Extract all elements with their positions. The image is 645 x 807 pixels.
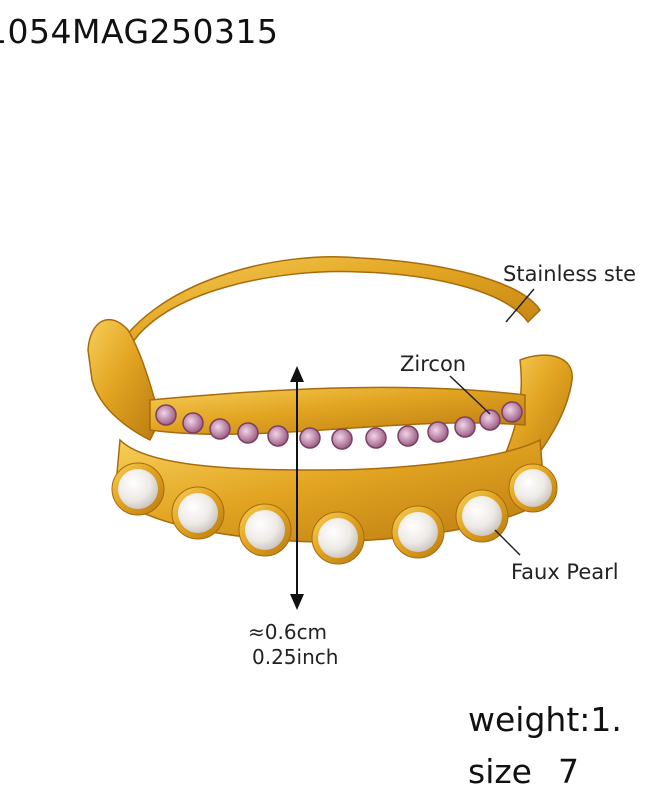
size-value: 7 [558, 752, 579, 791]
zircon-stone [331, 428, 353, 450]
pearl [311, 511, 365, 565]
zircon-stone [299, 427, 321, 449]
pearl [508, 463, 558, 513]
leader-line-steel [505, 288, 535, 323]
ring-left-shank [87, 318, 161, 442]
label-zircon: Zircon [400, 352, 467, 376]
pearl [171, 486, 225, 540]
zircon-stone [155, 404, 177, 426]
zircon-stone [479, 409, 501, 431]
pearl [111, 462, 165, 516]
zircon-stone [397, 425, 419, 447]
zircon-stone [427, 421, 449, 443]
zircon-stone [365, 427, 387, 449]
dimension-arrow [290, 366, 304, 610]
size-label: size [468, 752, 532, 791]
label-stainless-steel: Stainless ste [503, 262, 636, 286]
weight-spec: weight:1. [468, 700, 622, 739]
size-spec: size 7 [468, 752, 579, 791]
leader-line-zircon [449, 375, 491, 415]
zircon-stone [267, 425, 289, 447]
zircon-stone [209, 418, 231, 440]
zircon-stone [182, 412, 204, 434]
zircon-stones [155, 401, 523, 450]
pearl [238, 503, 292, 557]
pearl [391, 505, 445, 559]
zircon-stone [454, 416, 476, 438]
sku-title: 1054MAG250315 [0, 12, 279, 51]
ring-back-band [108, 256, 541, 362]
leader-line-pearl [494, 529, 521, 556]
zircon-stone [501, 401, 523, 423]
label-faux-pearl: Faux Pearl [511, 560, 619, 584]
pearls [111, 462, 558, 565]
dimension-cm: ≈0.6cm [248, 620, 328, 644]
zircon-stone [237, 422, 259, 444]
dimension-inch: 0.25inch [252, 645, 339, 669]
pearl [455, 489, 509, 543]
